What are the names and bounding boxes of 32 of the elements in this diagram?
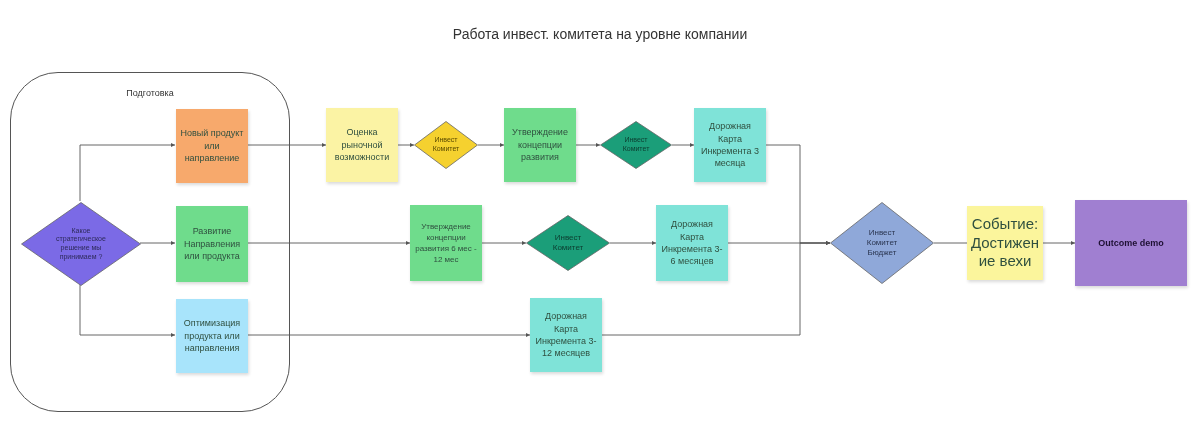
process-box bbox=[326, 108, 398, 182]
process-box bbox=[656, 205, 728, 281]
process-box bbox=[176, 109, 248, 183]
box-label: Outcome demo bbox=[1098, 236, 1164, 250]
box-label: Развитие Направления или продукта bbox=[182, 225, 242, 263]
box-label: Утверждение концепции развития 6 мес - 12 мес bbox=[414, 221, 478, 265]
process-box bbox=[694, 108, 766, 182]
outcome-box bbox=[1075, 200, 1187, 286]
box-label: Утверждение концепции развития bbox=[511, 126, 569, 164]
process-box bbox=[176, 206, 248, 282]
diamond-label: Инвест Комитет Бюджет bbox=[865, 228, 899, 258]
box-label: Оценка рыночной возможности bbox=[333, 126, 391, 164]
diagram-title: Работа инвест. комитета на уровне компании bbox=[451, 25, 749, 44]
decision-diamond bbox=[21, 202, 141, 286]
process-box bbox=[504, 108, 576, 182]
process-box bbox=[410, 205, 482, 281]
box-label: Дорожная Карта Инкремента 3-6 месяцев bbox=[660, 218, 724, 268]
event-box bbox=[967, 206, 1043, 280]
group-heading: Подготовка bbox=[125, 87, 175, 100]
process-box bbox=[530, 298, 602, 372]
diamond-label: Инвест Комитет bbox=[551, 233, 585, 253]
decision-diamond bbox=[414, 121, 478, 169]
group-frame bbox=[10, 72, 290, 412]
decision-diamond bbox=[526, 215, 610, 271]
decision-diamond bbox=[600, 121, 672, 169]
decision-diamond bbox=[830, 202, 934, 284]
box-label: Оптимизация продукта или направления bbox=[182, 317, 242, 355]
process-box bbox=[176, 299, 248, 373]
box-label: Дорожная Карта Инкремента 3 месяца bbox=[699, 120, 761, 170]
box-label: Событие: Достижение вехи bbox=[969, 214, 1041, 272]
box-label: Дорожная Карта Инкремента 3-12 месяцев bbox=[534, 310, 598, 360]
box-label: Новый продукт или направление bbox=[180, 127, 244, 165]
